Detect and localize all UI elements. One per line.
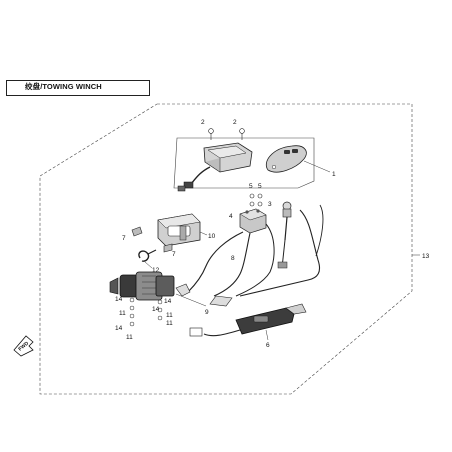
callout-4: 4 xyxy=(229,213,233,220)
screw-part-2-left xyxy=(208,128,214,140)
bolt-part-7-upper xyxy=(131,226,143,237)
screw-part-2-right xyxy=(239,128,245,140)
contactor-part-4 xyxy=(239,208,267,234)
callout-5-right: 5 xyxy=(258,183,262,190)
callout-14-b: 14 xyxy=(115,325,123,332)
wired-remote-part-6 xyxy=(189,303,307,337)
callout-7-lower: 7 xyxy=(172,251,176,258)
nut-part-5-left xyxy=(249,193,255,207)
fwd-arrow-icon: FWD xyxy=(13,335,34,357)
bolt-part-7-lower xyxy=(163,243,173,253)
leader-line-1 xyxy=(303,160,331,173)
leader-line-12 xyxy=(144,261,153,269)
callout-12: 12 xyxy=(152,267,160,274)
callout-13: 13 xyxy=(422,253,430,260)
wiring-harness xyxy=(175,204,324,307)
controller-group-boundary xyxy=(173,137,315,189)
callout-11-a: 11 xyxy=(119,310,126,317)
washer-stack-right xyxy=(157,299,163,321)
page-title: 绞盘/TOWING WINCH xyxy=(25,82,102,91)
callout-11-d: 11 xyxy=(166,320,173,327)
callout-11-c: 11 xyxy=(166,312,173,319)
callout-2-left: 2 xyxy=(201,119,205,126)
title-box xyxy=(6,80,150,96)
callout-1: 1 xyxy=(332,171,336,178)
winch-control-module xyxy=(177,142,253,192)
fairlead-part-10 xyxy=(157,213,201,247)
breaker-part-3 xyxy=(277,201,292,269)
assembly-boundary xyxy=(39,103,413,395)
callout-10: 10 xyxy=(208,233,216,240)
winch-motor xyxy=(109,271,175,301)
callout-9: 9 xyxy=(205,309,209,316)
callout-5-left: 5 xyxy=(249,183,253,190)
leader-line-9 xyxy=(175,293,207,307)
callout-14-d: 14 xyxy=(152,306,160,313)
callout-14-a: 14 xyxy=(115,296,123,303)
callout-8: 8 xyxy=(231,255,235,262)
hook-part-12 xyxy=(138,249,157,262)
callout-2-right: 2 xyxy=(233,119,237,126)
callout-7-upper: 7 xyxy=(122,235,126,242)
callout-14-c: 14 xyxy=(164,298,172,305)
callout-6: 6 xyxy=(266,342,270,349)
washer-stack-left xyxy=(129,297,135,327)
leader-line-6 xyxy=(265,329,269,341)
wireless-remote-part-1 xyxy=(266,145,307,173)
callout-11-b: 11 xyxy=(126,334,133,341)
nut-part-5-right xyxy=(257,193,263,207)
callout-3: 3 xyxy=(268,201,272,208)
leader-line-10 xyxy=(199,231,208,236)
